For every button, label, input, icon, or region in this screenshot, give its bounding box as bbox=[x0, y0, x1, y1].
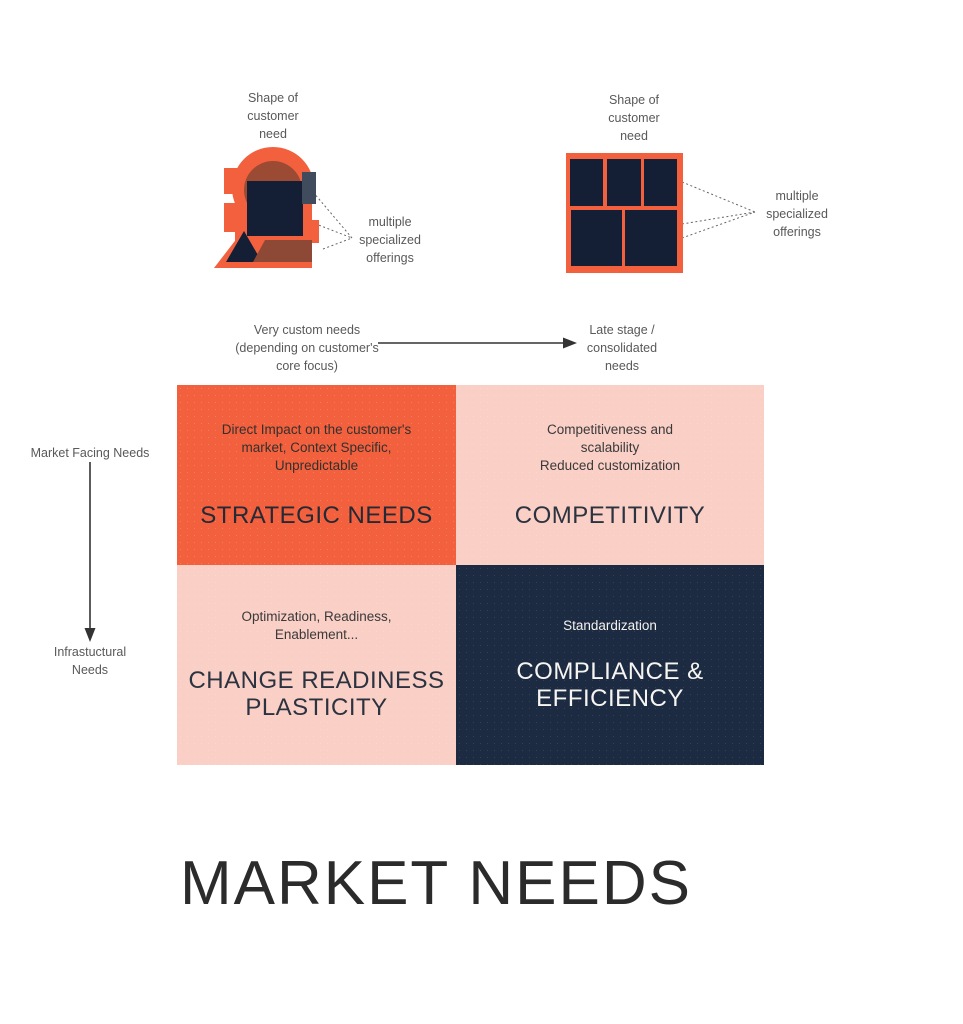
quadrant-body-text: Optimization, Readiness, Enablement... bbox=[241, 609, 392, 643]
page-title: MARKET NEEDS bbox=[179, 849, 693, 918]
left-figure-side-label: multiple specialized offerings bbox=[359, 215, 421, 265]
customer-need-blob-figure bbox=[214, 147, 319, 268]
right-figure-top-label: Shape of customer need bbox=[608, 93, 660, 143]
vertical-axis-bottom-label: Infrastuctural Needs bbox=[53, 645, 127, 677]
vertical-axis-top-label: Market Facing Needs bbox=[30, 446, 150, 460]
quadrant-heading: COMPETITIVITY bbox=[514, 501, 706, 529]
blob-inner-shapes bbox=[226, 161, 316, 262]
horizontal-axis-left-label: Very custom needs (depending on customer… bbox=[235, 323, 379, 373]
grid-inner-blocks bbox=[570, 159, 677, 266]
left-figure-top-label: Shape of customer need bbox=[247, 91, 299, 141]
quadrant-body-text: Competitiveness and scalability Reduced … bbox=[539, 421, 681, 474]
quadrant-heading: COMPLIANCE & EFFICIENCY bbox=[516, 657, 704, 713]
quadrant-strategic-needs: Direct Impact on the customer's market, … bbox=[177, 385, 456, 565]
right-dotted-connectors bbox=[681, 181, 756, 239]
needs-matrix: Direct Impact on the customer's market, … bbox=[177, 385, 764, 765]
quadrant-heading: CHANGE READINESS PLASTICITY bbox=[188, 666, 445, 722]
vertical-axis-arrow bbox=[84, 462, 96, 642]
right-figure-side-label: multiple specialized offerings bbox=[766, 189, 828, 239]
quadrant-heading: STRATEGIC NEEDS bbox=[200, 501, 433, 529]
quadrant-body-text: Direct Impact on the customer's market, … bbox=[221, 421, 412, 474]
quadrant-competitivity: Competitiveness and scalability Reduced … bbox=[456, 385, 764, 565]
quadrant-compliance-efficiency: Standardization COMPLIANCE & EFFICIENCY bbox=[456, 565, 764, 765]
quadrant-body-text: Standardization bbox=[563, 618, 657, 634]
horizontal-axis-right-label: Late stage / consolidated needs bbox=[586, 323, 658, 373]
horizontal-axis-arrow bbox=[378, 337, 577, 349]
offerings-grid-figure bbox=[566, 153, 683, 273]
quadrant-change-readiness: Optimization, Readiness, Enablement... C… bbox=[177, 565, 456, 765]
